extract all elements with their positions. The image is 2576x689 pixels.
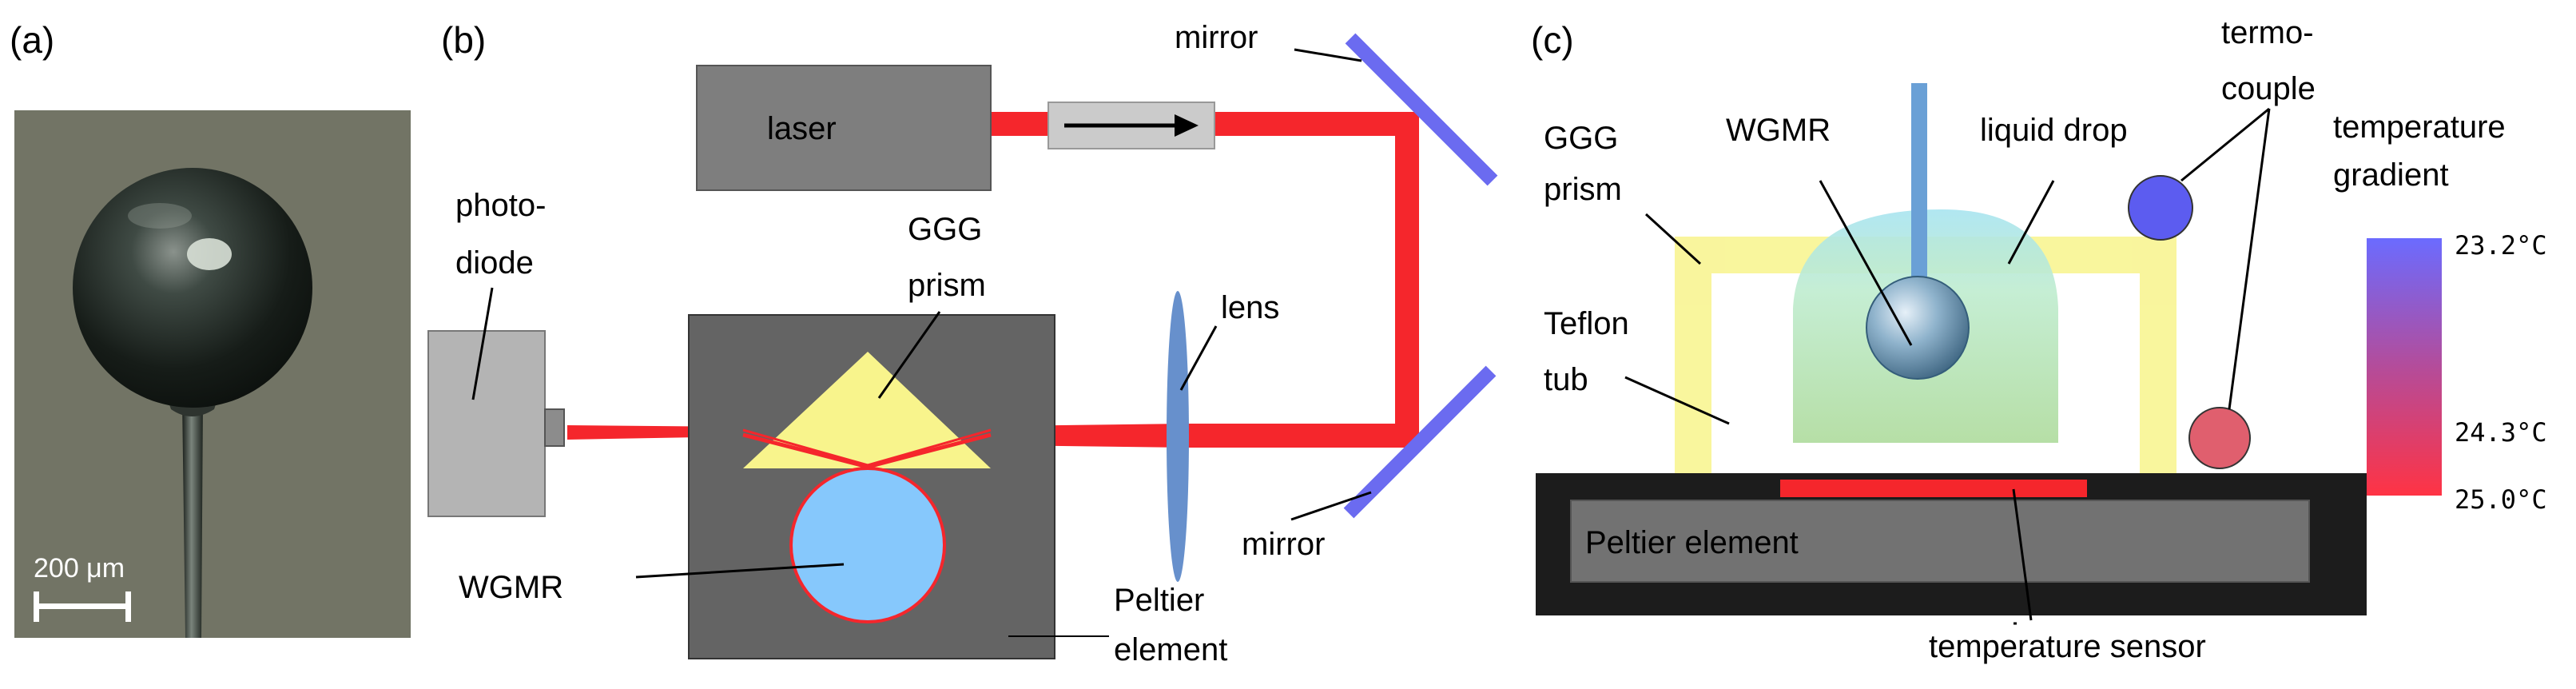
- gradient-tick-mid: 24.3°C: [2455, 417, 2547, 448]
- wgmr-b: [789, 467, 946, 623]
- temperature-sensor: [1780, 480, 2087, 497]
- mirror-top-label: mirror: [1175, 20, 1258, 55]
- liquid-drop-label: liquid drop: [1980, 113, 2128, 148]
- wgmr-c: [1866, 276, 1970, 380]
- laser-box: [696, 65, 992, 191]
- photodiode-label-2: diode: [455, 245, 534, 281]
- ggg-prism-label-c-1: GGG: [1544, 121, 1618, 156]
- teflon-tub-label-1: Teflon: [1544, 306, 1629, 341]
- peltier-label-b-2: element: [1114, 632, 1227, 667]
- wgmr-label-b: WGMR: [459, 570, 563, 605]
- panel-c-label: (c): [1531, 19, 1574, 61]
- temperature-gradient-bar: [2367, 238, 2442, 496]
- panel-b-label: (b): [441, 19, 486, 61]
- lens-label: lens: [1221, 290, 1279, 325]
- mirror-bottom: [1343, 365, 1497, 519]
- ggg-prism-label-b-1: GGG: [908, 212, 982, 247]
- temperature-sensor-label: temperature sensor: [1929, 629, 2206, 664]
- peltier-element-c: [1570, 500, 2310, 583]
- teflon-tub-label-2: tub: [1544, 362, 1588, 397]
- peltier-label-c: Peltier element: [1585, 525, 1799, 560]
- peltier-label-b-1: Peltier: [1114, 583, 1204, 618]
- termocouple-bottom: [2188, 407, 2251, 469]
- microscope-photo: 200 μm: [14, 110, 411, 638]
- wgmr-stem: [1911, 83, 1927, 315]
- laser-label: laser: [767, 111, 837, 146]
- optical-isolator: [1047, 102, 1215, 149]
- gradient-tick-bottom: 25.0°C: [2455, 484, 2547, 515]
- mirror-top: [1345, 33, 1498, 186]
- lens: [1167, 291, 1189, 582]
- ggg-prism-label-c-2: prism: [1544, 172, 1622, 207]
- gradient-tick-top: 23.2°C: [2455, 230, 2547, 261]
- panel-a-label: (a): [10, 19, 54, 61]
- termocouple-label-1: termo-: [2221, 15, 2314, 50]
- photodiode-label-1: photo-: [455, 188, 546, 223]
- ggg-prism-b: [743, 352, 991, 468]
- ggg-prism-label-b-2: prism: [908, 268, 986, 303]
- gradient-title-1: temperature: [2333, 110, 2506, 145]
- termocouple-top: [2128, 175, 2193, 241]
- scale-bar-label: 200 μm: [34, 553, 125, 583]
- scale-bar: [35, 603, 129, 609]
- wgmr-label-c: WGMR: [1726, 113, 1831, 148]
- gradient-title-2: gradient: [2333, 157, 2449, 193]
- photodiode: [427, 330, 546, 517]
- termocouple-label-2: couple: [2221, 71, 2316, 106]
- mirror-bottom-label: mirror: [1242, 527, 1325, 562]
